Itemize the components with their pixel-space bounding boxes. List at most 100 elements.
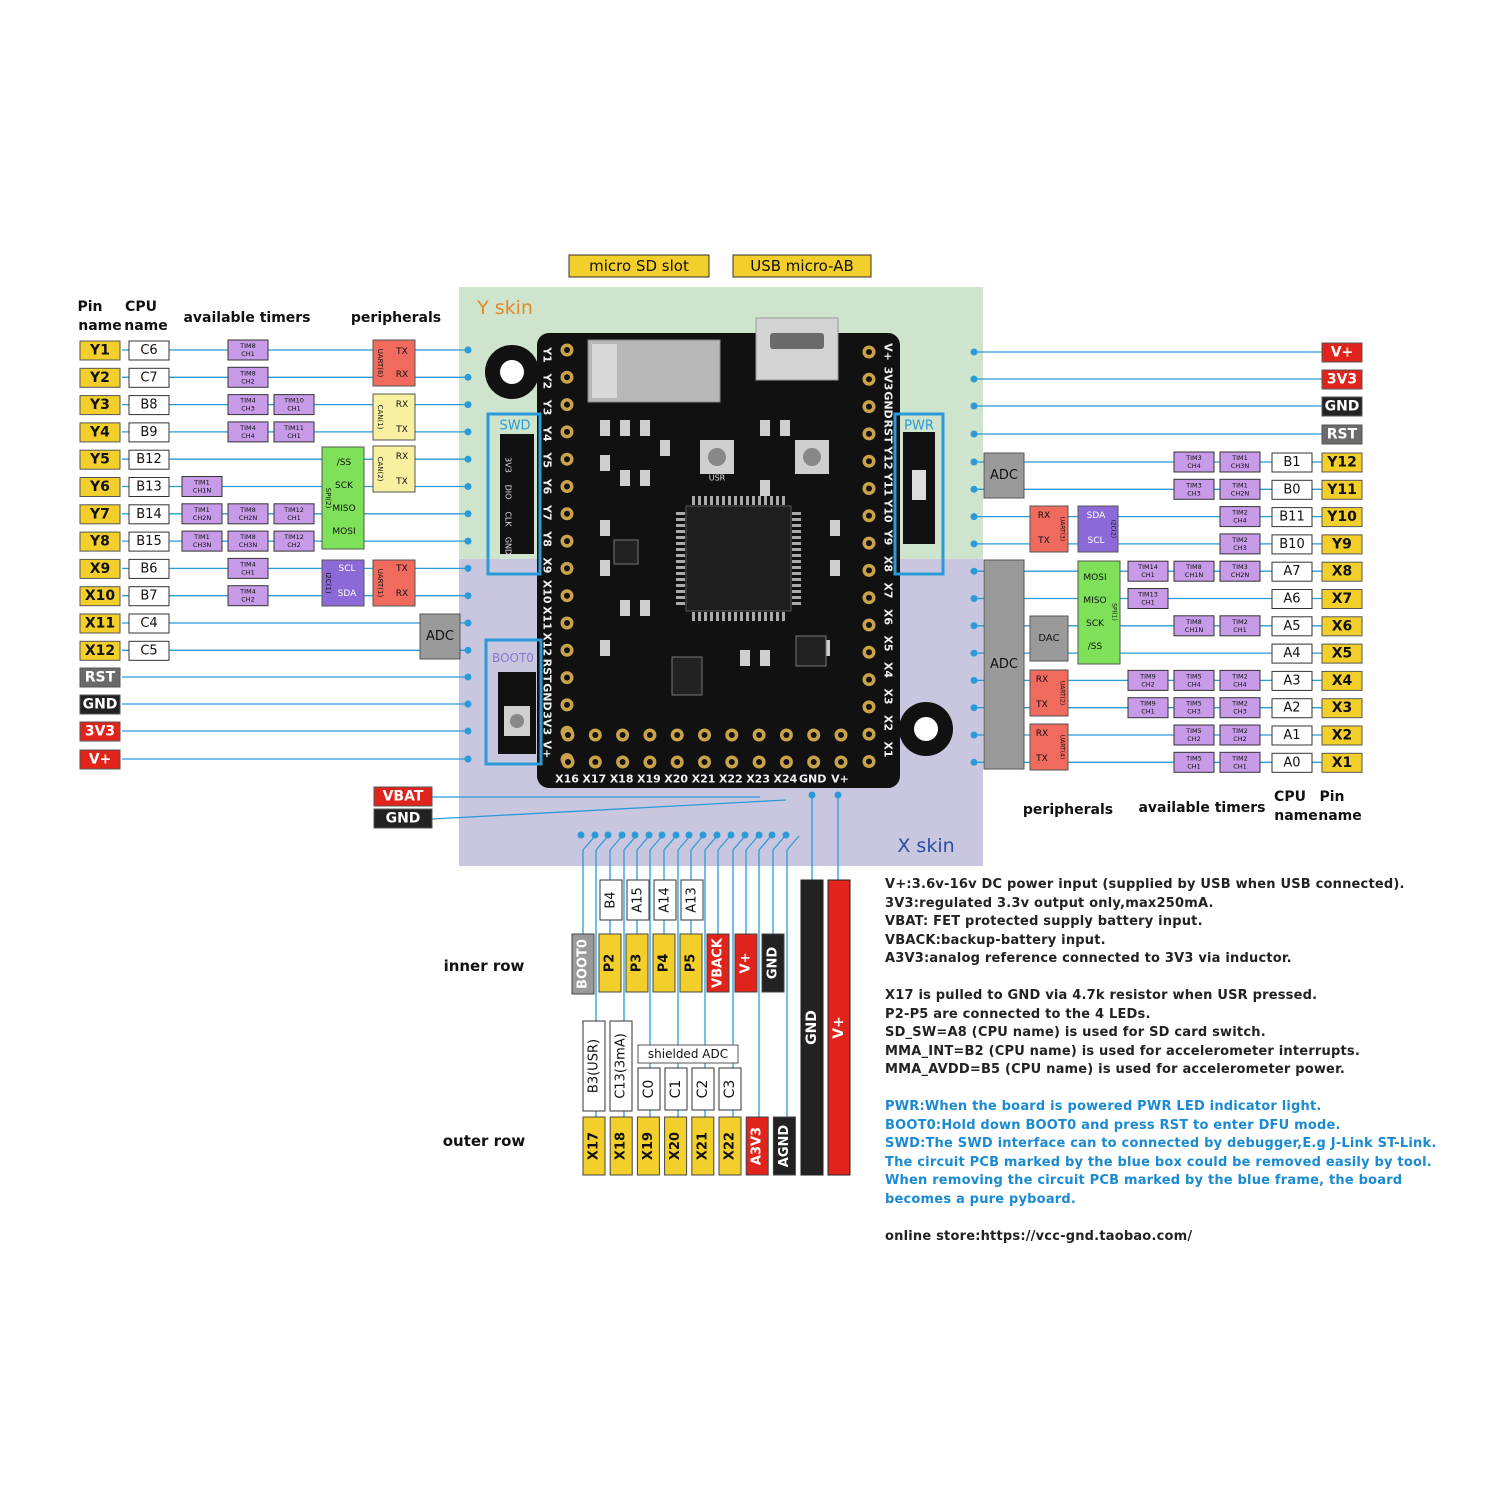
- smd-component: [780, 420, 790, 436]
- inner-top-A13-bg: [680, 879, 704, 921]
- right-pin-X3-bg: [1321, 698, 1363, 719]
- header-pad-hole: [565, 759, 571, 765]
- mcu-lead: [704, 496, 707, 505]
- outer-X20-bg: [664, 1116, 688, 1176]
- header-pad-hole: [564, 592, 570, 599]
- hdr-pin: Pin: [77, 299, 102, 315]
- right-pin-X4-text: X4: [1332, 673, 1353, 689]
- smd-component: [620, 470, 630, 486]
- smd-component: [660, 440, 670, 456]
- inner-V+-bg: [734, 933, 758, 993]
- header-pad-hole: [866, 649, 872, 656]
- left-rst: RST: [79, 667, 121, 688]
- bottom-silk-label: X17: [582, 773, 606, 786]
- right-pin-X4-bg: [1321, 670, 1363, 691]
- header-pad-hole: [646, 732, 653, 738]
- right-cpu-B0-bg: [1271, 479, 1313, 500]
- header-pad-hole: [783, 732, 790, 738]
- left-silk-label: RST: [541, 659, 554, 683]
- left-vplus: V+: [79, 749, 121, 770]
- header-pad-hole: [838, 732, 844, 738]
- smd-component: [620, 600, 630, 616]
- right-pin-Y10-text: Y10: [1326, 509, 1357, 525]
- right-gnd-bg: [1321, 396, 1363, 417]
- bottom-pin-dot: [685, 831, 693, 839]
- uart2-block-bg: [1029, 669, 1069, 717]
- left-pin-Y5: Y5: [79, 449, 121, 470]
- timer-badge-bg: [1173, 560, 1215, 582]
- bottom-silk-label: X19: [637, 773, 661, 786]
- timer-channel: CH4: [1233, 517, 1247, 525]
- outer-X19-text: X19: [641, 1132, 656, 1160]
- right-silk-label: X7: [882, 582, 895, 598]
- shielded-adc-label: shielded ADC: [648, 1047, 728, 1061]
- timer-name: TIM5: [1185, 700, 1202, 708]
- header-pad-hole: [866, 703, 872, 710]
- outer-X22-text: X22: [723, 1132, 738, 1160]
- left-cpu-B12: B12: [128, 449, 170, 470]
- x-skin-label: X skin: [897, 835, 954, 857]
- shielded-adc-frame: [637, 1044, 739, 1064]
- bottom-pin-dot: [645, 831, 653, 839]
- boot0-frame: [484, 638, 543, 766]
- mcu-lead: [676, 578, 685, 581]
- right-rst: RST: [1321, 424, 1363, 445]
- mcu-lead: [734, 496, 737, 505]
- timer-name: TIM3: [1185, 454, 1202, 462]
- spi2-signal: /SS: [337, 458, 352, 468]
- adc-channel-C3: C3: [718, 1067, 742, 1111]
- uart6-block-bg: [372, 339, 416, 387]
- timer-name: TIM8: [239, 533, 256, 541]
- right-pin-dot: [970, 595, 978, 602]
- note-store: online store:https://vcc-gnd.taobao.com/: [885, 1228, 1193, 1244]
- mcu-lead: [710, 612, 713, 621]
- left-silk-label: Y5: [541, 451, 554, 468]
- inner-GND: GND: [761, 933, 785, 993]
- timer-name: TIM2: [1231, 618, 1248, 626]
- header-pad-hole: [646, 759, 653, 765]
- left-silk-label: GND: [541, 683, 554, 710]
- uart1-rx: RX: [396, 589, 408, 599]
- uart4-block-bg: [1029, 723, 1069, 771]
- left-pin-Y7-text: Y7: [89, 506, 110, 522]
- timer-channel: CH2N: [193, 514, 212, 522]
- inner-connector-bend: [582, 835, 596, 851]
- left-silk-label: Y4: [541, 425, 554, 442]
- timer-name: TIM1: [1231, 454, 1248, 462]
- adc-channel-C0-text: C0: [641, 1080, 657, 1099]
- inner-connector-bend: [717, 835, 731, 851]
- right-pin-Y12: Y12: [1321, 452, 1363, 473]
- timer-name: TIM5: [1185, 672, 1202, 680]
- right-cpu-B10: B10: [1271, 534, 1313, 555]
- inner-top-B4: B4: [599, 879, 623, 921]
- uart4-block: [1029, 723, 1069, 771]
- right-pin-dot: [970, 540, 978, 548]
- regulator: [671, 656, 703, 696]
- timer-channel: CH3N: [239, 541, 258, 549]
- outer-top-b3: B3(USR): [582, 1020, 606, 1112]
- timer-badge-bg: [1219, 697, 1261, 719]
- bottom-silk-label: X21: [692, 773, 716, 786]
- hdr-r-cpu-name: name: [1274, 808, 1318, 824]
- left-cpu-C6-text: C6: [140, 343, 157, 358]
- left-silk-label: Y3: [541, 399, 554, 416]
- bottom-silk-label: X23: [746, 773, 770, 786]
- timer-badge-bg: [1127, 697, 1169, 719]
- timer-channel: CH1: [241, 350, 255, 358]
- timer-name: TIM14: [1137, 563, 1158, 571]
- i2c1-sda: SDA: [338, 589, 357, 599]
- spi1-signal: /SS: [1088, 642, 1103, 652]
- hdr-pin-name: name: [78, 318, 122, 334]
- timer-name: TIM8: [239, 369, 256, 377]
- left-pin-Y5-bg: [79, 449, 121, 470]
- right-adc-big-bg: [983, 559, 1025, 770]
- left-adc-text: ADC: [426, 629, 454, 644]
